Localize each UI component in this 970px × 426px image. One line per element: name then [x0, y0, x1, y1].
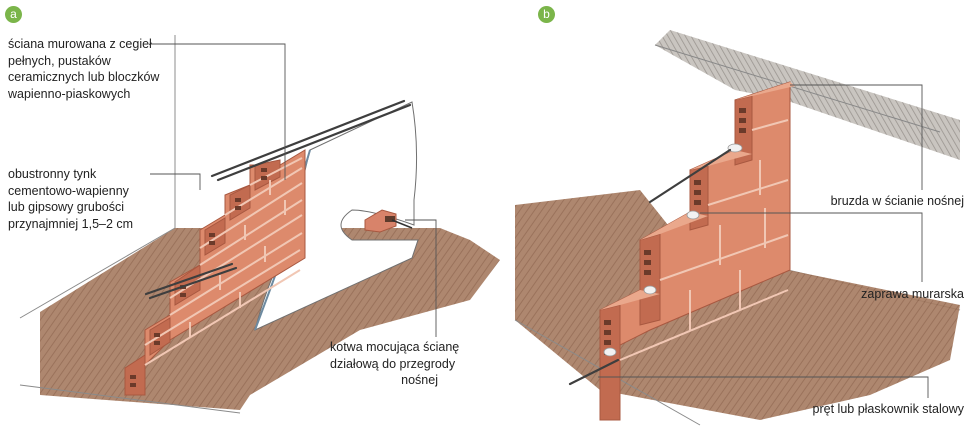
leader-mortar [700, 212, 923, 282]
leader-wall [150, 43, 286, 180]
panel-a-leaders [150, 43, 437, 337]
leader-anchor [405, 219, 437, 337]
leader-plaster [150, 173, 201, 190]
brick-wall-a [124, 149, 306, 396]
ceiling-slab [655, 30, 960, 160]
leader-groove [790, 84, 923, 190]
label-groove: bruzda w ścianie nośnej [830, 194, 964, 208]
floor-b [515, 190, 960, 420]
label-plaster: obustronny tynk cementowo-wapienny lub g… [8, 167, 134, 231]
leader-bar [598, 376, 929, 398]
label-mortar: zaprawa murarska [861, 287, 964, 301]
panel-a-drawing [19, 35, 500, 414]
panel-b-badge: b [538, 6, 555, 23]
label-wall: ściana murowana z cegieł pełnych, pustak… [8, 37, 160, 101]
panel-b-drawing [514, 30, 961, 426]
panel-a-badge: a [5, 6, 22, 23]
label-anchor: kotwa mocująca ścianę działową do przegr… [330, 340, 460, 387]
panel-b-leaders [598, 84, 929, 398]
label-bar: pręt lub płaskownik stalowy [812, 402, 964, 416]
